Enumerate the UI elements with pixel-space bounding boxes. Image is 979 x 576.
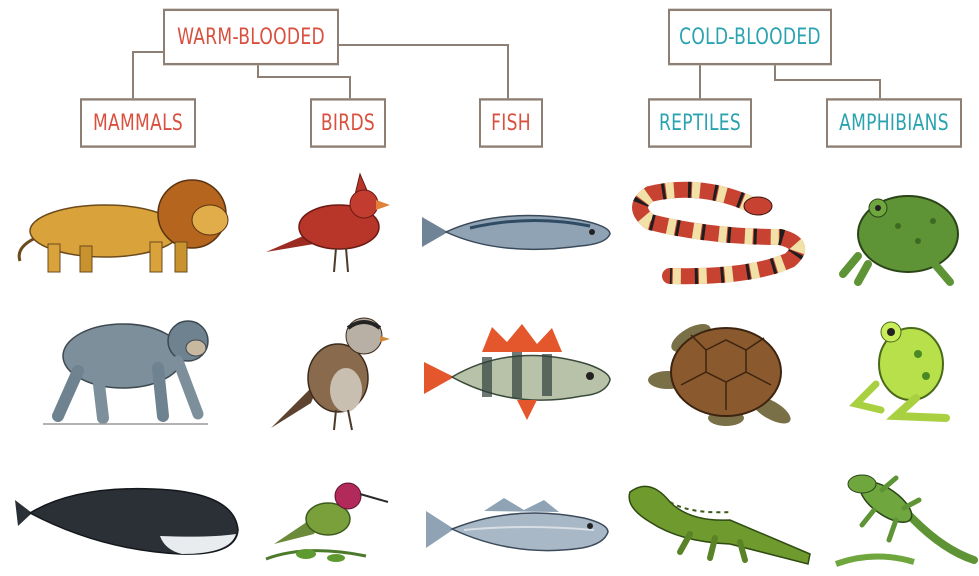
birds-label: BIRDS xyxy=(321,110,375,136)
mammals-box: MAMMALS xyxy=(80,98,196,148)
newt-icon xyxy=(834,470,978,570)
sparrow-icon xyxy=(266,308,390,432)
frog-icon xyxy=(846,314,956,424)
reptiles-label: REPTILES xyxy=(659,110,741,136)
amphibians-box: AMPHIBIANS xyxy=(826,98,962,148)
turtle-icon xyxy=(646,310,798,432)
connector-warm-fish xyxy=(338,45,508,100)
snake-icon xyxy=(630,182,808,286)
perch-icon xyxy=(422,322,612,422)
cardinal-icon xyxy=(264,172,392,274)
amphibians-label: AMPHIBIANS xyxy=(839,110,949,136)
connector-cold-amphibians xyxy=(775,63,880,100)
whale-icon xyxy=(10,478,242,560)
fish-label: FISH xyxy=(491,110,531,136)
reptiles-box: REPTILES xyxy=(648,98,752,148)
connector-warm-birds xyxy=(258,62,350,100)
crocodile-icon xyxy=(620,472,814,570)
mammals-label: MAMMALS xyxy=(93,110,183,136)
cod-icon xyxy=(424,496,610,562)
mackerel-icon xyxy=(420,202,612,262)
warm-blooded-box: WARM-BLOODED xyxy=(163,9,339,66)
chimpanzee-icon xyxy=(38,306,210,430)
lion-icon xyxy=(10,176,242,276)
warm-blooded-label: WARM-BLOODED xyxy=(177,24,325,50)
birds-box: BIRDS xyxy=(310,98,386,148)
cold-blooded-box: COLD-BLOODED xyxy=(668,9,832,66)
fish-box: FISH xyxy=(479,98,543,148)
connector-warm-mammals xyxy=(133,52,163,100)
cold-blooded-label: COLD-BLOODED xyxy=(679,24,821,50)
toad-icon xyxy=(838,186,960,288)
hummingbird-icon xyxy=(266,474,390,566)
